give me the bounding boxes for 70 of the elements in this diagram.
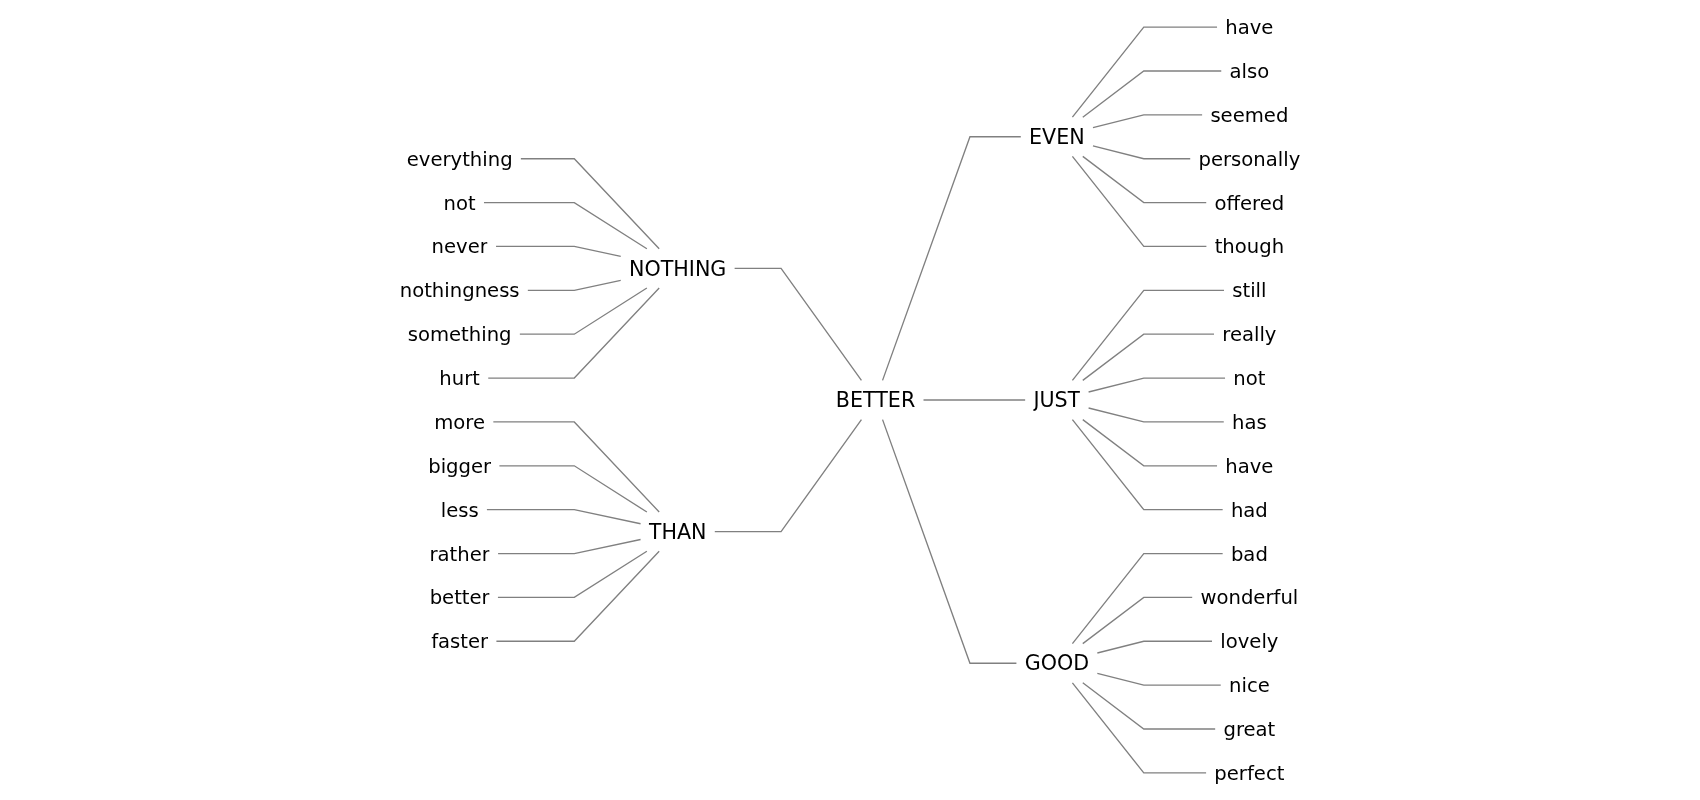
- connector: [527, 279, 622, 291]
- node-text: more: [434, 410, 486, 434]
- node-text: rather: [429, 541, 490, 565]
- connector: [1071, 155, 1208, 248]
- node-text: great: [1223, 717, 1276, 741]
- node-text: not: [1233, 366, 1266, 390]
- connector: [1096, 672, 1222, 686]
- connector: [1082, 155, 1207, 204]
- node-text: BETTER: [835, 387, 916, 413]
- node-text: nothingness: [399, 278, 520, 302]
- connector: [487, 287, 660, 379]
- connector: [497, 550, 648, 599]
- connector: [1082, 418, 1218, 467]
- node-text: never: [431, 234, 488, 258]
- node-text: have: [1225, 15, 1274, 39]
- node-text: have: [1225, 454, 1274, 477]
- node-text: bigger: [428, 454, 492, 477]
- node-text: faster: [431, 629, 489, 653]
- connector: [881, 418, 1018, 664]
- connector: [881, 136, 1022, 382]
- node-text: THAN: [648, 519, 707, 544]
- node-text: not: [443, 190, 476, 214]
- connector: [492, 421, 660, 513]
- node-text: GOOD: [1024, 650, 1090, 676]
- node-text: seemed: [1210, 103, 1289, 126]
- node-text: better: [429, 585, 490, 609]
- connector: [1071, 26, 1218, 118]
- node-text: nice: [1229, 673, 1270, 697]
- node-text: perfect: [1214, 761, 1285, 784]
- connector: [483, 201, 648, 250]
- connector: [714, 418, 863, 533]
- connector: [1071, 418, 1224, 511]
- connector: [1082, 70, 1222, 118]
- node-text: also: [1229, 59, 1270, 83]
- connector: [1087, 377, 1226, 393]
- connector: [733, 267, 863, 382]
- connector: [495, 245, 622, 257]
- node-text: less: [440, 498, 479, 521]
- connector: [520, 158, 660, 250]
- node-text: bad: [1230, 541, 1268, 565]
- node-text: has: [1232, 410, 1267, 434]
- connector: [1092, 145, 1191, 160]
- connector: [1082, 682, 1216, 730]
- node-text: really: [1222, 322, 1277, 346]
- node-text: wonderful: [1200, 585, 1299, 609]
- node-text: something: [407, 322, 512, 346]
- node-text: everything: [406, 147, 513, 170]
- connector: [922, 399, 1026, 401]
- connector: [486, 509, 642, 525]
- node-text: EVEN: [1029, 124, 1085, 150]
- connector: [497, 538, 642, 555]
- connector: [1082, 333, 1215, 382]
- node-text: though: [1214, 234, 1285, 258]
- connector: [1071, 289, 1225, 382]
- node-text: still: [1232, 278, 1267, 302]
- node-text: had: [1230, 498, 1268, 521]
- connector: [1087, 407, 1225, 423]
- node-text: NOTHING: [628, 256, 727, 281]
- node-text: personally: [1198, 147, 1301, 170]
- connector: [1071, 552, 1224, 645]
- node-text: offered: [1214, 190, 1285, 214]
- connector: [1082, 596, 1193, 645]
- connector: [1092, 114, 1203, 129]
- connector: [1096, 640, 1213, 654]
- connector: [1071, 682, 1207, 774]
- connector: [498, 465, 648, 513]
- node-text: lovely: [1220, 629, 1279, 653]
- connector: [519, 287, 648, 335]
- connector: [495, 550, 660, 642]
- node-text: hurt: [439, 366, 480, 390]
